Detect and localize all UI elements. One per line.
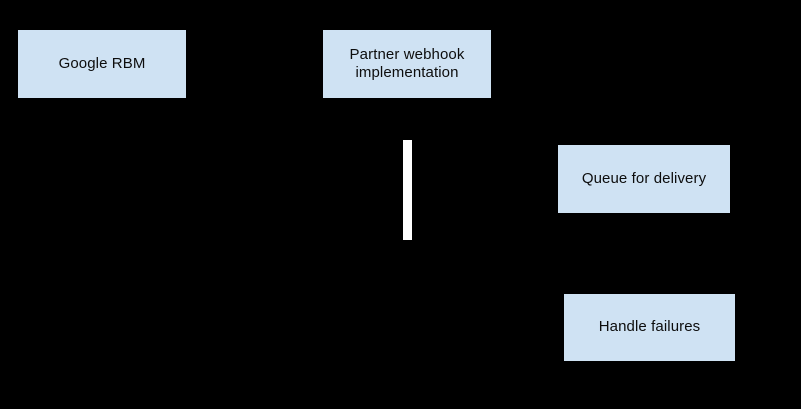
node-queue-for-delivery-label: Queue for delivery: [581, 169, 707, 187]
node-partner-webhook-implementation[interactable]: Partner webhook implementation: [323, 30, 491, 98]
node-google-rbm[interactable]: Google RBM: [18, 30, 186, 98]
vertical-connector-highlight: [403, 140, 412, 240]
node-partner-webhook-implementation-label: Partner webhook implementation: [349, 45, 465, 81]
node-google-rbm-label: Google RBM: [58, 54, 146, 72]
node-handle-failures[interactable]: Handle failures: [564, 294, 735, 361]
node-queue-for-delivery[interactable]: Queue for delivery: [558, 145, 730, 213]
node-handle-failures-label: Handle failures: [598, 318, 701, 336]
